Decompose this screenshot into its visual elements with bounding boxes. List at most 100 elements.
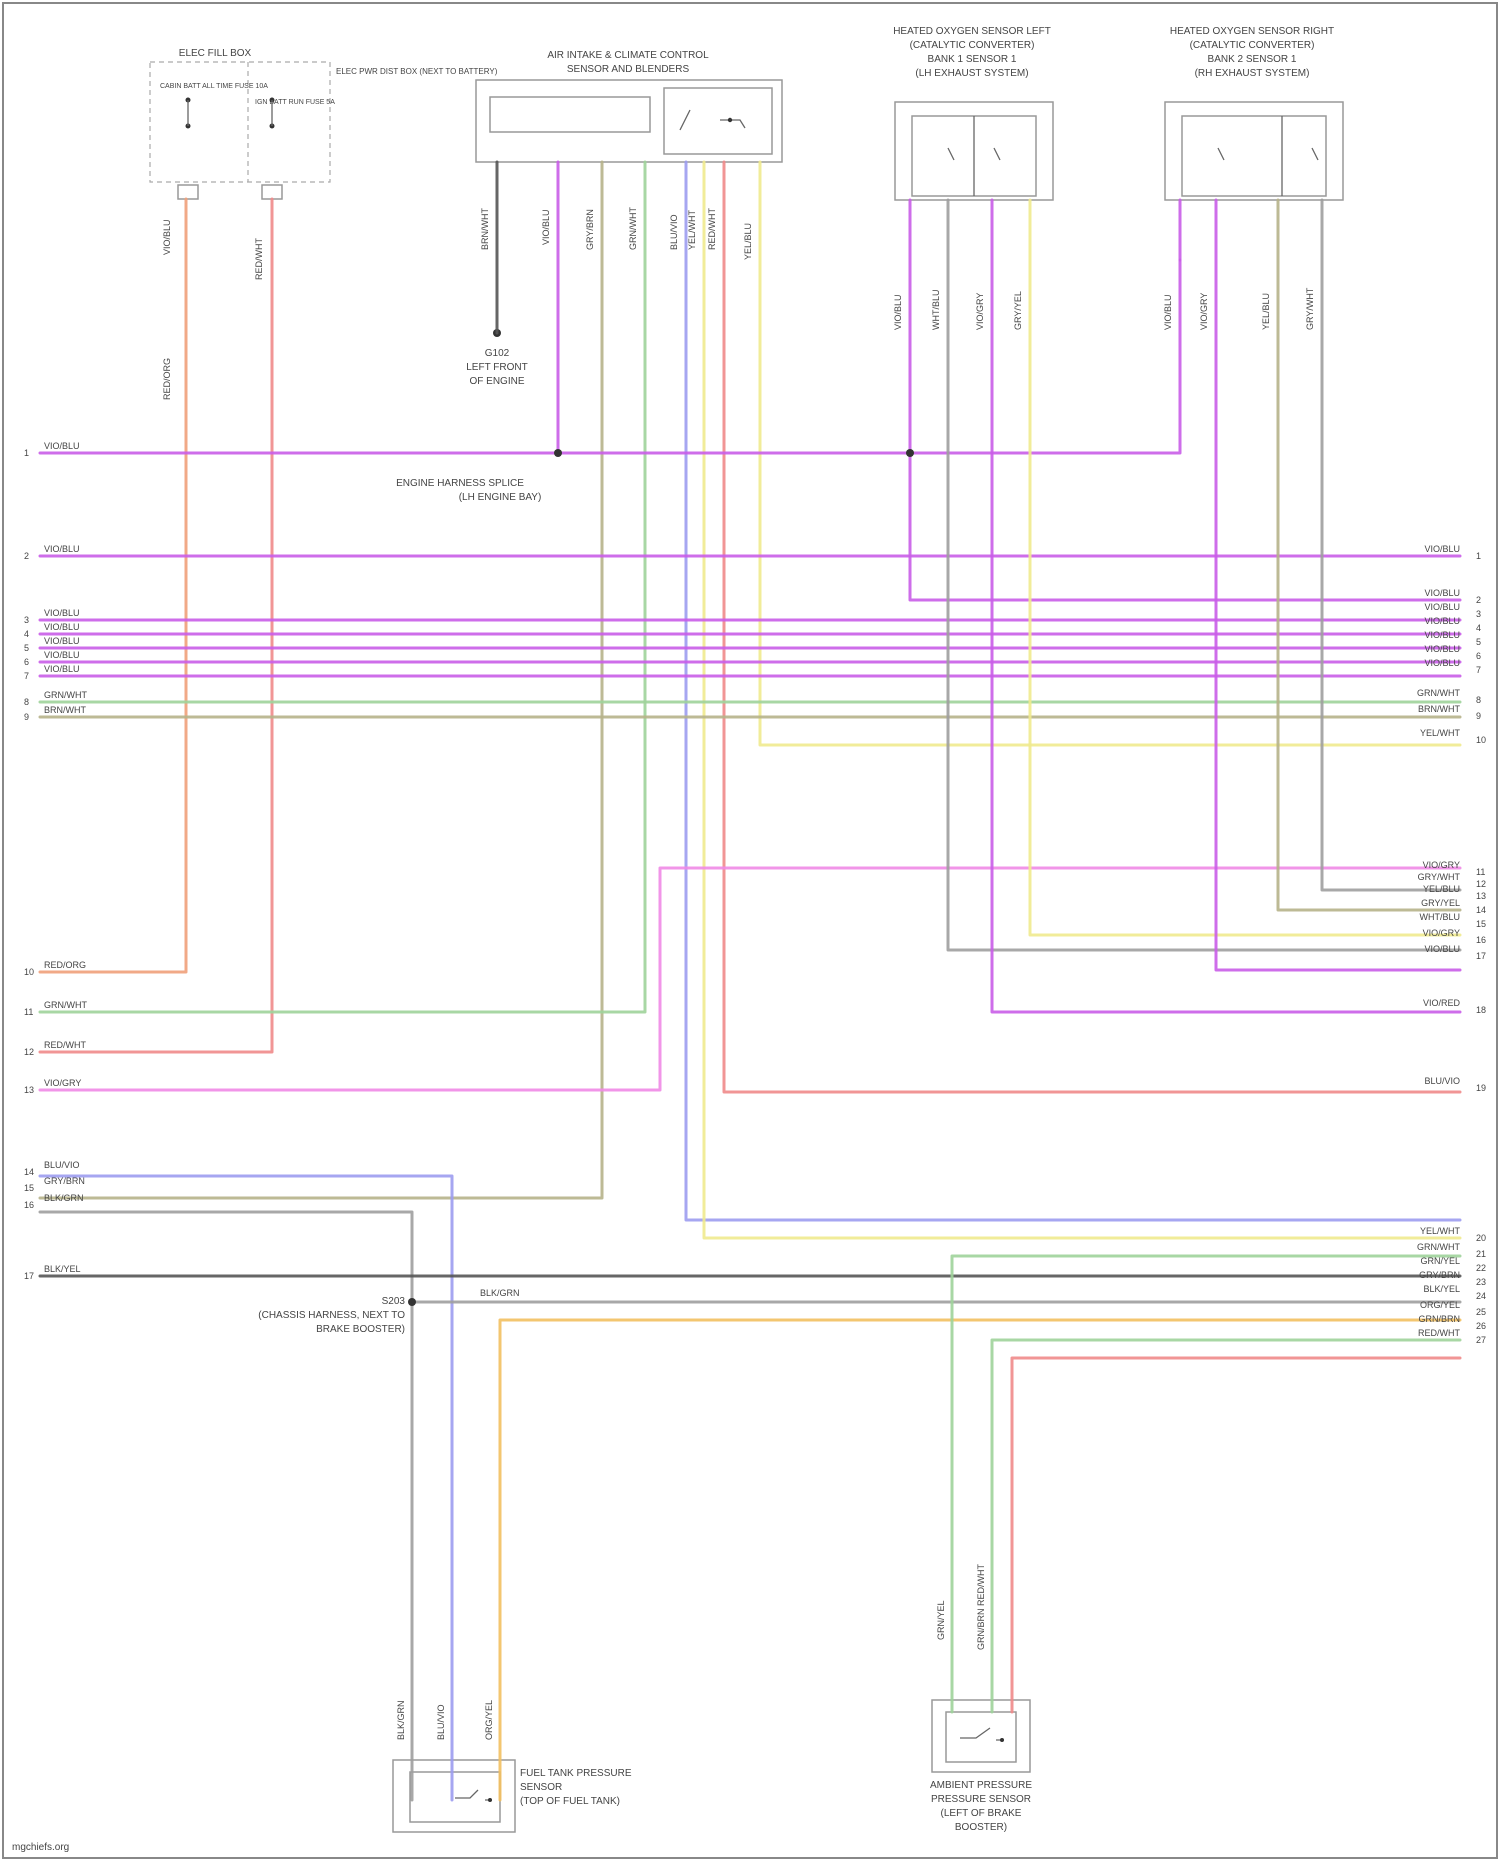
cc-vio-label: VIO/BLU [541, 209, 551, 245]
ps-1-label: GRN/YEL [936, 1600, 946, 1640]
climate-control-title: AIR INTAKE & CLIMATE CONTROL [547, 50, 709, 61]
right-pin-20: 20 [1476, 1233, 1486, 1243]
right-wire-label-6: VIO/BLU [1424, 644, 1460, 654]
left-wire-label-14: BLU/VIO [44, 1160, 80, 1170]
right-wire-label-27: RED/WHT [1418, 1328, 1460, 1338]
right-pin-23: 23 [1476, 1277, 1486, 1287]
fuel-sensor-line3: (TOP OF FUEL TANK) [520, 1796, 620, 1807]
left-wire-label-8: GRN/WHT [44, 690, 87, 700]
left-pin-6: 6 [24, 657, 29, 667]
ground-line2: OF ENGINE [469, 376, 524, 387]
right-wire-label-9: BRN/WHT [1418, 704, 1460, 714]
splice-main-label: ENGINE HARNESS SPLICE (LH ENGINE BAY) [396, 478, 541, 503]
cc-gnd-label: BRN/WHT [480, 208, 490, 250]
o2-left-line3: BANK 1 SENSOR 1 [928, 54, 1017, 65]
left-wire-label-6: VIO/BLU [44, 650, 80, 660]
right-wire-label-7: VIO/BLU [1424, 658, 1460, 668]
right-pin-26: 26 [1476, 1321, 1486, 1331]
o2l-a-label: VIO/BLU [893, 294, 903, 330]
cc-red-label: RED/WHT [707, 208, 717, 250]
left-wire-label-4: VIO/BLU [44, 622, 80, 632]
wire-ps-red [1012, 1358, 1460, 1712]
splice-o2-dot [906, 449, 914, 457]
left-pin-2: 2 [24, 551, 29, 561]
left-wire-label-5: VIO/BLU [44, 636, 80, 646]
fuse-block: ELEC FILL BOX CABIN BATT ALL TIME FUSE 1… [150, 48, 498, 199]
fuse-block-title: ELEC FILL BOX [179, 48, 252, 59]
right-wire-label-12: GRY/WHT [1418, 872, 1461, 882]
pressure-sensor-line4: BOOSTER) [955, 1822, 1007, 1833]
left-wire-label-1: VIO/BLU [44, 441, 80, 451]
splice-main-line1: ENGINE HARNESS SPLICE [396, 478, 524, 489]
o2-right-title: HEATED OXYGEN SENSOR RIGHT [1170, 26, 1334, 37]
right-pin-25: 25 [1476, 1307, 1486, 1317]
right-pin-24: 24 [1476, 1291, 1486, 1301]
wires-layer [40, 162, 1460, 1800]
pressure-sensor-line3: (LEFT OF BRAKE [941, 1808, 1022, 1819]
splice-lower-label: S203 (CHASSIS HARNESS, NEXT TO BRAKE BOO… [258, 1296, 405, 1335]
fuel-tank-pressure-sensor: FUEL TANK PRESSURE SENSOR (TOP OF FUEL T… [393, 1760, 632, 1832]
right-pin-21: 21 [1476, 1249, 1486, 1259]
left-pin-12: 12 [24, 1047, 34, 1057]
right-pin-19: 19 [1476, 1083, 1486, 1093]
right-connector: 1VIO/BLU2VIO/BLU3VIO/BLU4VIO/BLU5VIO/BLU… [1417, 544, 1486, 1345]
ground-id: G102 [485, 348, 510, 359]
left-wire-label-12: RED/WHT [44, 1040, 86, 1050]
left-pin-8: 8 [24, 697, 29, 707]
right-wire-label-20: YEL/WHT [1420, 1226, 1461, 1236]
fuse-block-left-label: CABIN BATT ALL TIME FUSE 10A [160, 83, 268, 90]
ps-2-label: GRN/BRN RED/WHT [976, 1564, 986, 1650]
left-wire-label-13: VIO/GRY [44, 1078, 81, 1088]
right-wire-label-3: VIO/BLU [1424, 602, 1460, 612]
wire-pink-route [40, 868, 1460, 1090]
wire-cc-green [40, 162, 645, 1012]
o2-right-line3: BANK 2 SENSOR 1 [1208, 54, 1297, 65]
diagram-frame [3, 3, 1497, 1858]
right-pin-9: 9 [1476, 711, 1481, 721]
wire-violet-bus-1 [558, 260, 1180, 453]
left-wire-label-10: RED/ORG [44, 960, 86, 970]
left-connector: 1VIO/BLU2VIO/BLU3VIO/BLU4VIO/BLU5VIO/BLU… [24, 441, 87, 1281]
right-pin-12: 12 [1476, 879, 1486, 889]
left-wire-label-2: VIO/BLU [44, 544, 80, 554]
right-pin-13: 13 [1476, 891, 1486, 901]
cc-blue-label: BLU/VIO [669, 214, 679, 250]
left-pin-1: 1 [24, 448, 29, 458]
left-pin-5: 5 [24, 643, 29, 653]
right-pin-10: 10 [1476, 735, 1486, 745]
left-wire-label-3: VIO/BLU [44, 608, 80, 618]
ambient-pressure-sensor: AMBIENT PRESSURE PRESSURE SENSOR (LEFT O… [930, 1700, 1032, 1833]
cc-green-label: GRN/WHT [628, 207, 638, 250]
right-pin-4: 4 [1476, 623, 1481, 633]
o2r-a-label: VIO/BLU [1163, 294, 1173, 330]
ground-g102: G102 LEFT FRONT OF ENGINE [466, 329, 527, 387]
left-pin-3: 3 [24, 615, 29, 625]
o2-left-title: HEATED OXYGEN SENSOR LEFT [893, 26, 1051, 37]
right-pin-2: 2 [1476, 595, 1481, 605]
right-wire-label-1: VIO/BLU [1424, 544, 1460, 554]
wire-ps-green2 [992, 1340, 1460, 1712]
wire-cc-yellow [704, 162, 1460, 1238]
wire-cc-olive [40, 162, 602, 1198]
o2l-b-label: WHT/BLU [931, 290, 941, 331]
splice-lower-id: S203 [382, 1296, 406, 1307]
cc-olive-label: GRY/BRN [585, 209, 595, 250]
fuse-block-note: ELEC PWR DIST BOX (NEXT TO BATTERY) [336, 67, 498, 76]
o2-right-line2: (CATALYTIC CONVERTER) [1190, 40, 1315, 51]
splice-main-dot [554, 449, 562, 457]
left-wire-label-15: GRY/BRN [44, 1176, 85, 1186]
left-pin-13: 13 [24, 1085, 34, 1095]
o2l-d-label: GRY/YEL [1013, 291, 1023, 330]
fuel-sensor-line2: SENSOR [520, 1782, 562, 1793]
right-wire-label-2: VIO/BLU [1424, 588, 1460, 598]
right-wire-label-5: VIO/BLU [1424, 630, 1460, 640]
fuse-a1-label: VIO/BLU [162, 219, 172, 255]
right-wire-label-4: VIO/BLU [1424, 616, 1460, 626]
fuse-a2-label: RED/ORG [162, 358, 172, 400]
cc-yel2-label: YEL/BLU [743, 223, 753, 260]
left-pin-11: 11 [24, 1007, 33, 1017]
right-pin-18: 18 [1476, 1005, 1486, 1015]
right-wire-label-25: ORG/YEL [1420, 1300, 1460, 1310]
splice-lower-dot [408, 1298, 416, 1306]
o2-left-line4: (LH EXHAUST SYSTEM) [915, 68, 1028, 79]
